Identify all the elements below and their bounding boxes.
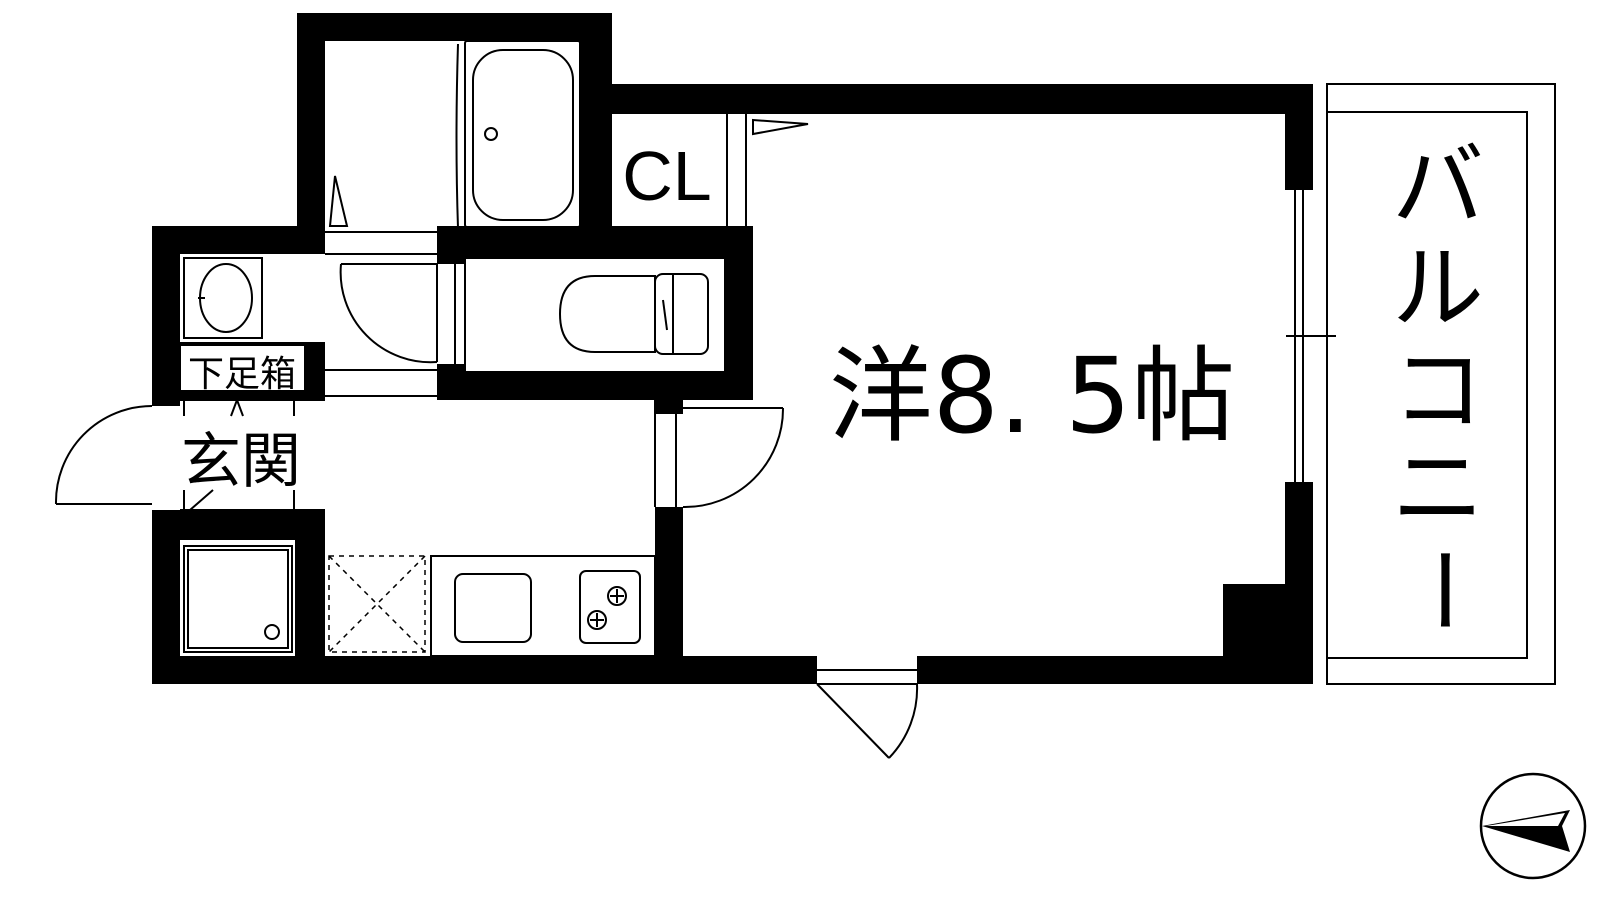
western-room: 洋8. 5帖 (816, 190, 1336, 759)
shoe-box-label: 下足箱 (188, 354, 296, 395)
washing-machine-pan-icon (183, 545, 293, 653)
toilet-icon (558, 275, 656, 353)
balcony: バ ル コ ニ ー (1326, 83, 1556, 685)
entrance: 下足箱 玄関 (54, 344, 325, 511)
bathroom (325, 40, 581, 255)
svg-text:ル: ル (1392, 235, 1484, 342)
kitchen (328, 400, 785, 657)
closet-label: CL (622, 137, 711, 215)
svg-text:ー: ー (1388, 544, 1495, 636)
north-arrow-icon (1479, 772, 1587, 880)
svg-text:コ: コ (1392, 337, 1484, 444)
svg-text:ニ: ニ (1392, 435, 1484, 542)
toilet (464, 257, 726, 373)
sink-icon (454, 573, 532, 643)
washbasin-icon (199, 263, 253, 333)
svg-text:バ: バ (1392, 133, 1484, 240)
closet: CL (622, 114, 809, 226)
laundry-area (183, 545, 293, 653)
gas-stove-icon (579, 570, 641, 644)
balcony-label-vertical: バ ル コ ニ ー (1388, 133, 1495, 636)
western-room-label: 洋8. 5帖 (829, 335, 1235, 457)
washroom (183, 257, 456, 397)
entrance-label: 玄関 (181, 427, 301, 497)
bathtub-icon (472, 49, 574, 221)
